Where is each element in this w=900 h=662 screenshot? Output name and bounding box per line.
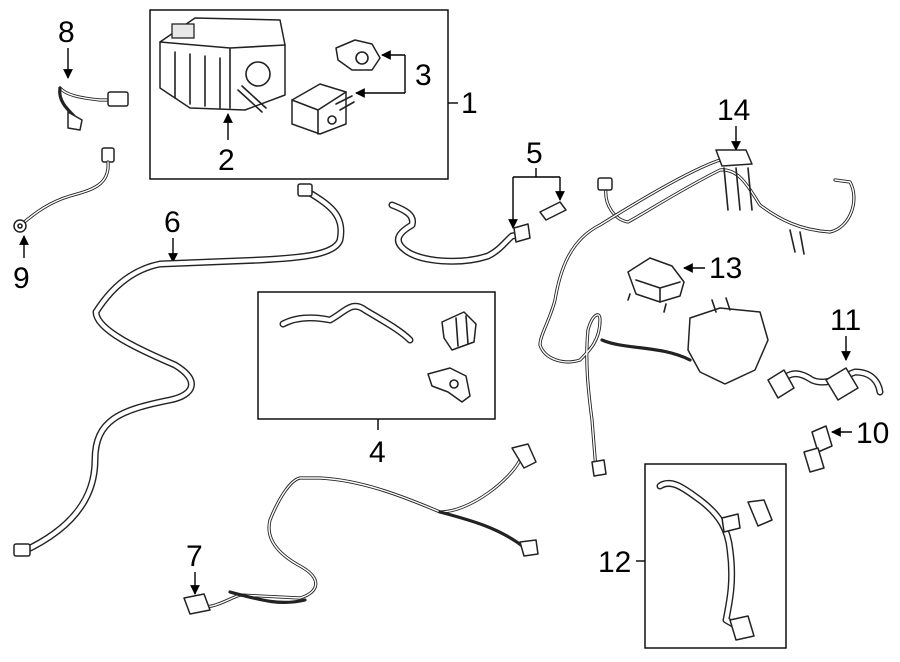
callout-14: 14 [717,94,750,127]
callout-11: 11 [830,304,861,337]
vapor-canister [159,17,286,113]
callout-1: 1 [461,87,478,120]
callout-3: 3 [415,59,432,92]
group-box-12 [644,463,787,649]
group-box-1 [149,9,449,180]
tube-assembly-7 [183,443,539,615]
callout-8: 8 [58,16,75,49]
callout-6: 6 [164,206,181,239]
hose-11 [767,367,884,401]
vapor-line-long [13,183,345,557]
purge-tube [388,201,567,265]
callout-12: 12 [598,546,631,579]
callout-5: 5 [526,137,543,170]
callout-2: 2 [218,144,235,177]
purge-valve [291,39,381,135]
sensor-10 [803,425,833,473]
callout-10: 10 [856,417,889,450]
callout-4: 4 [369,436,386,469]
pressure-sensor-13 [627,257,685,313]
group-box-4 [257,291,496,420]
hose-assembly-4 [279,302,477,403]
oxygen-sensor-lower [13,147,115,233]
callout-13: 13 [709,252,742,285]
vapor-harness-14 [538,149,856,477]
callout-7: 7 [186,540,203,573]
hose-assembly-12 [656,479,773,641]
oxygen-sensor-upper [58,86,129,131]
callout-9: 9 [13,262,30,295]
